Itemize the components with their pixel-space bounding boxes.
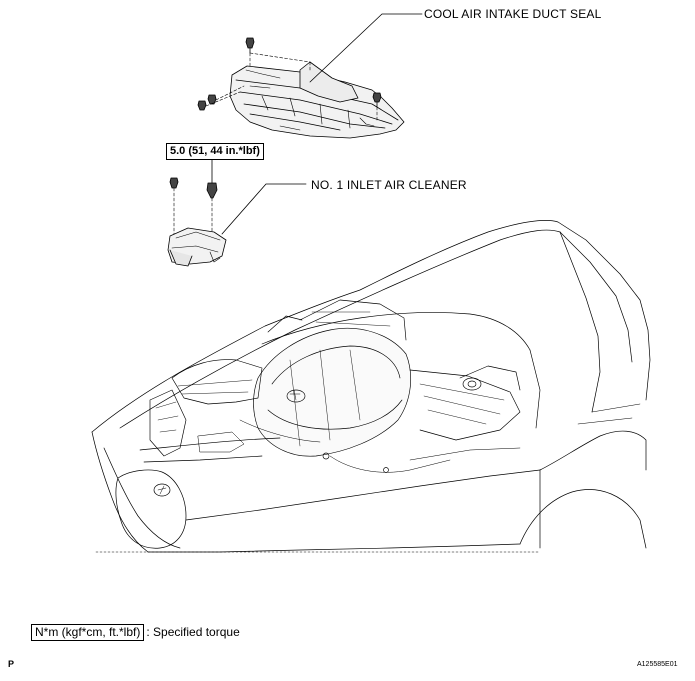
callout-cool-air-intake-duct-seal: COOL AIR INTAKE DUCT SEAL — [424, 7, 602, 21]
legend-unit-box: N*m (kgf*cm, ft.*lbf) — [31, 624, 145, 641]
cleaner-leader-line — [221, 183, 307, 235]
cleaner-alignment-lines — [173, 187, 213, 235]
page-code: P — [8, 659, 15, 669]
seal-alignment-lines — [205, 52, 378, 121]
torque-value-box: 5.0 (51, 44 in.*lbf) — [166, 143, 264, 160]
torque-legend: N*m (kgf*cm, ft.*lbf): Specified torque — [31, 624, 240, 641]
torque-bolt — [169, 159, 218, 199]
seal-clip — [197, 37, 382, 111]
legend-text: : Specified torque — [146, 625, 240, 639]
cool-air-intake-duct-seal-part — [229, 61, 405, 139]
no1-inlet-air-cleaner-part — [167, 227, 227, 267]
seal-leader-line — [309, 13, 423, 83]
figure-id: A125585E01 — [637, 661, 678, 668]
vehicle-front-outline — [91, 220, 651, 553]
engine-compartment — [139, 299, 541, 473]
callout-no1-inlet-air-cleaner: NO. 1 INLET AIR CLEANER — [311, 178, 467, 192]
